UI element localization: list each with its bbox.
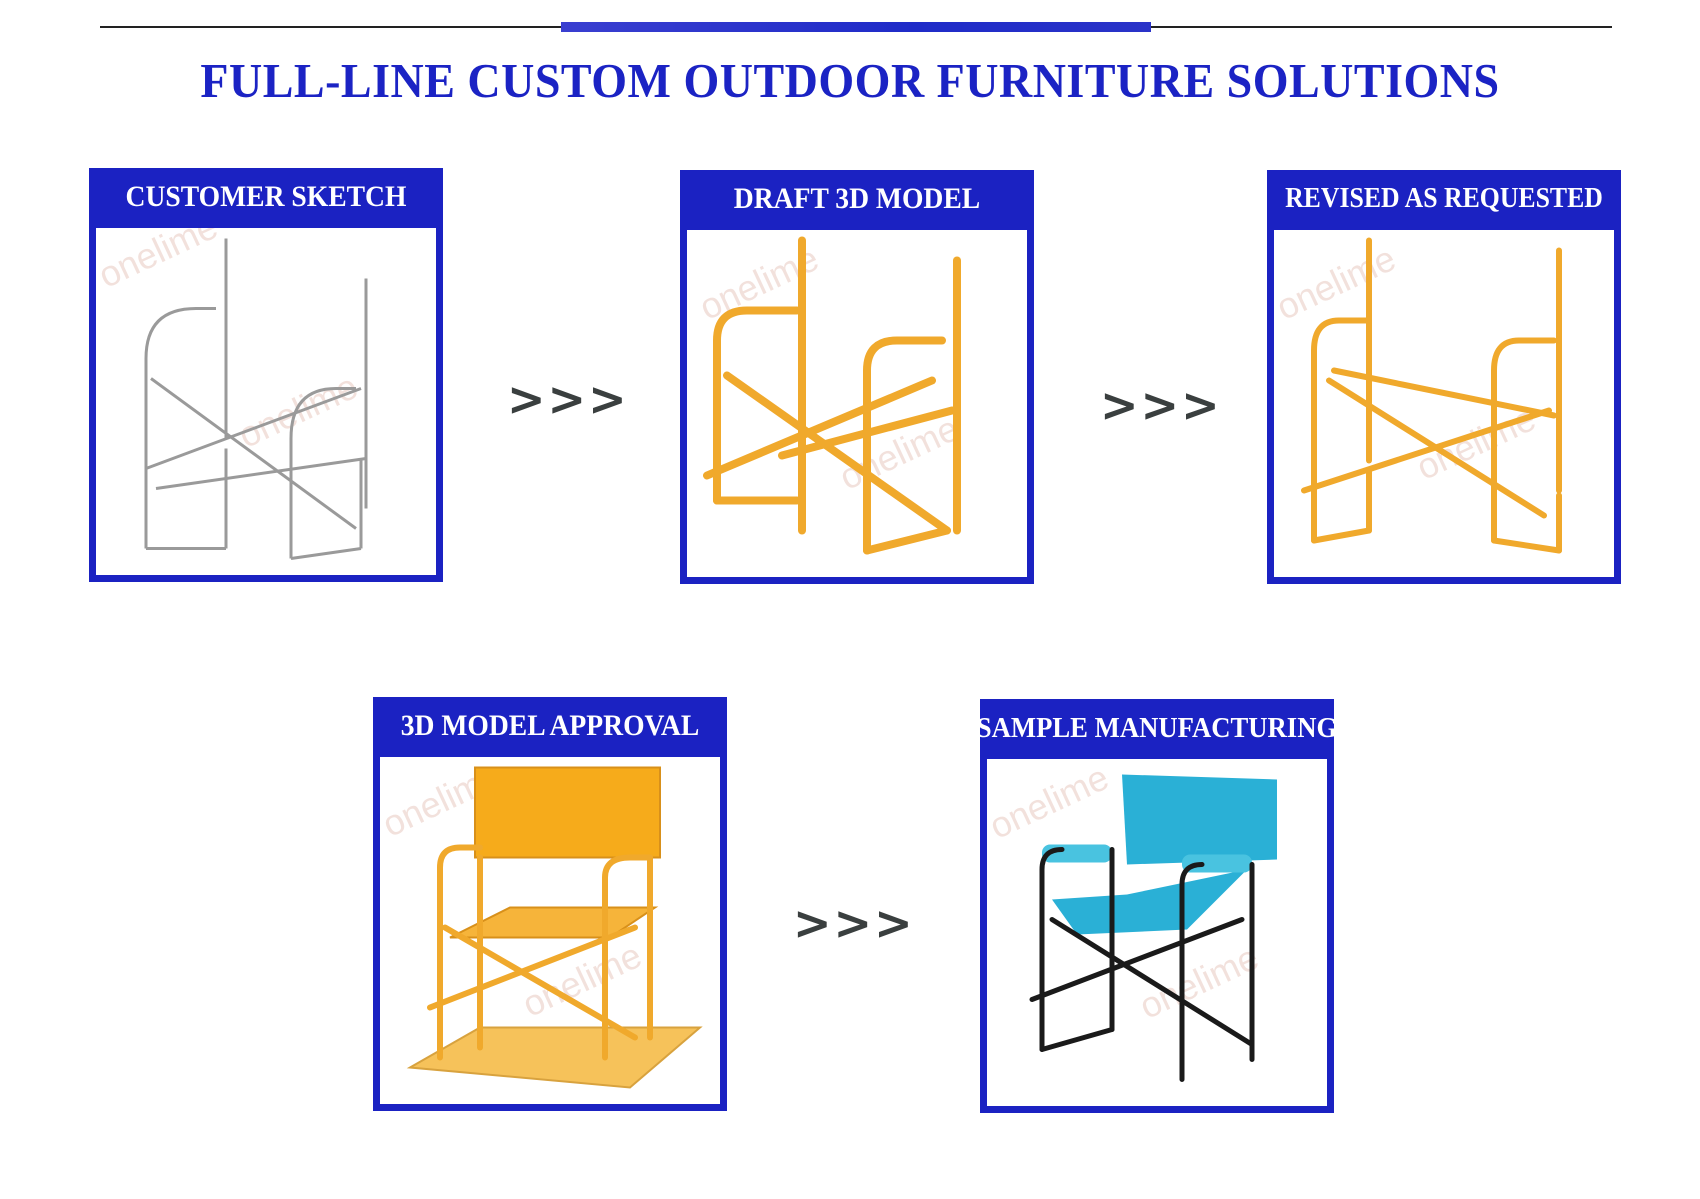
- step-label: DRAFT 3D MODEL: [733, 182, 981, 215]
- top-accent-bar: [561, 22, 1151, 32]
- step-card-customer-sketch: CUSTOMER SKETCH onelime onelime: [89, 168, 443, 582]
- step-label: 3D MODEL APPROVAL: [400, 709, 700, 742]
- arrow-step-2-to-3: >>>: [1100, 378, 1222, 432]
- chair-frame-draft-model-icon: onelime onelime: [687, 230, 1027, 577]
- chair-sample-photo-icon: onelime onelime: [987, 759, 1327, 1106]
- step-label: SAMPLE MANUFACTURING: [976, 711, 1338, 744]
- svg-text:onelime: onelime: [96, 228, 224, 296]
- step-card-3d-model-approval: 3D MODEL APPROVAL onelime onelime: [373, 697, 727, 1111]
- chair-frame-revised-model-icon: onelime onelime: [1274, 230, 1614, 577]
- step-label: CUSTOMER SKETCH: [125, 180, 407, 213]
- chair-frame-sketch-icon: onelime onelime: [96, 228, 436, 575]
- svg-text:onelime: onelime: [1274, 237, 1402, 327]
- step-card-draft-3d-model: DRAFT 3D MODEL onelime onelime: [680, 170, 1034, 584]
- arrow-step-4-to-5: >>>: [793, 896, 915, 950]
- step-card-revised-as-requested: REVISED AS REQUESTED onelime onelime: [1267, 170, 1621, 584]
- chair-approved-model-icon: onelime onelime: [380, 757, 720, 1104]
- svg-text:onelime: onelime: [987, 759, 1115, 847]
- arrow-step-1-to-2: >>>: [507, 372, 629, 426]
- step-card-sample-manufacturing: SAMPLE MANUFACTURING onelime onelime: [976, 699, 1338, 1113]
- step-label: REVISED AS REQUESTED: [1285, 183, 1603, 214]
- page-title: FULL-LINE CUSTOM OUTDOOR FURNITURE SOLUT…: [200, 53, 1500, 108]
